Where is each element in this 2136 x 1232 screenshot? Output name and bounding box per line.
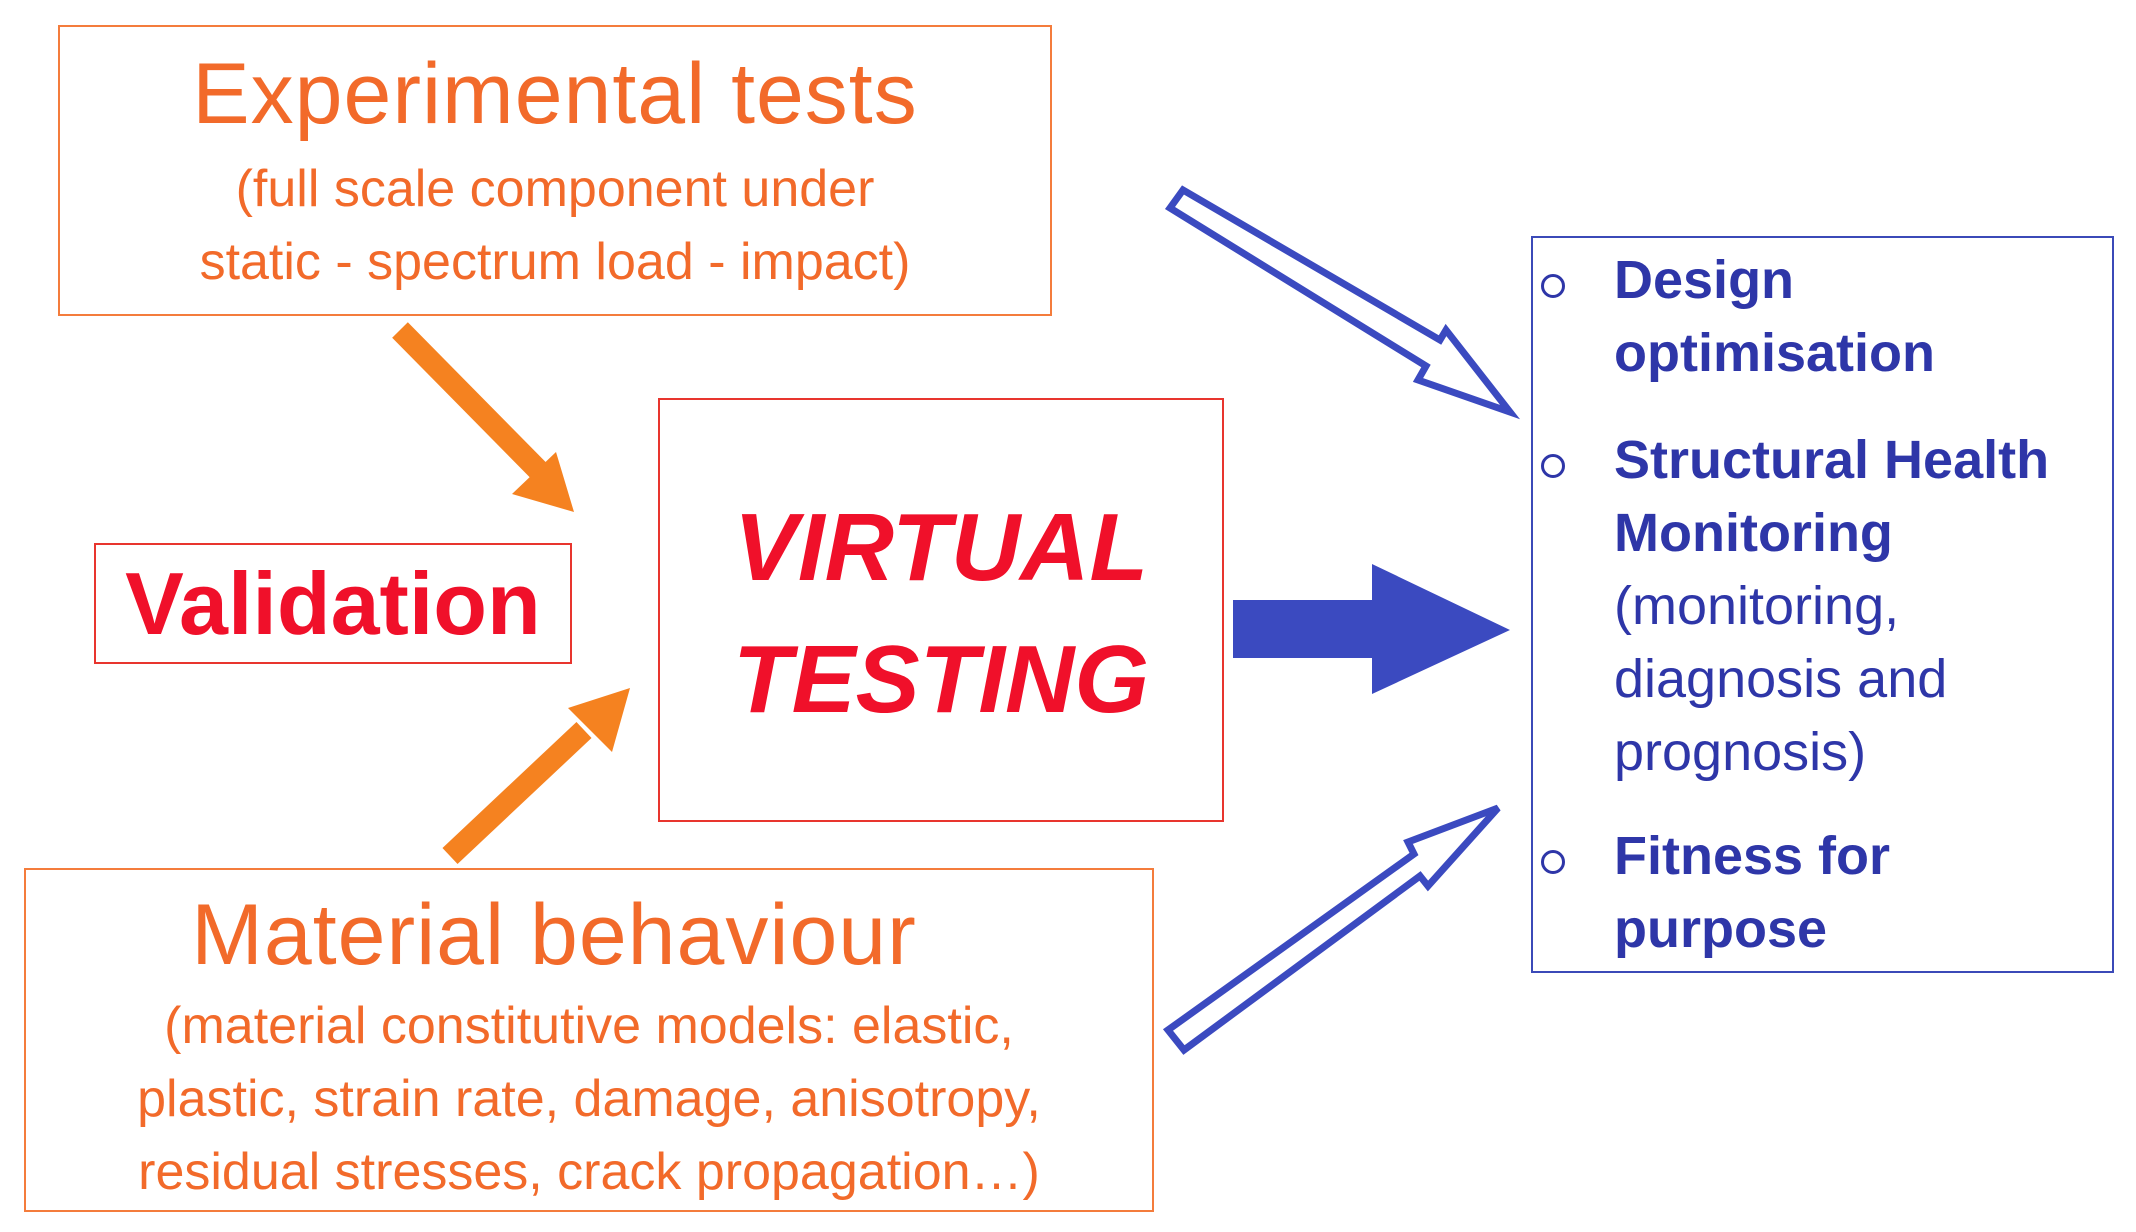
design-line1: Design (1614, 250, 1795, 310)
experimental-tests-title: Experimental tests (192, 46, 918, 142)
shm-detail2: diagnosis and (1614, 649, 1948, 709)
shm-detail3: prognosis) (1614, 722, 1867, 782)
orange-arrow-down-icon (392, 322, 574, 512)
material-behaviour-subtitle: (material constitutive models: elastic, … (26, 990, 1152, 1209)
experimental-tests-subtitle: (full scale component under static - spe… (60, 153, 1050, 299)
validation-box: Validation (94, 543, 572, 664)
hollow-circle-bullet-icon (1541, 274, 1565, 298)
design-line2: optimisation (1614, 323, 1935, 383)
shm-line2: Monitoring (1614, 503, 1893, 563)
material-sub-line1: (material constitutive models: elastic, (164, 997, 1014, 1055)
experimental-sub-line2: static - spectrum load - impact) (199, 233, 911, 291)
orange-arrow-up-icon (442, 688, 630, 865)
experimental-tests-box: Experimental tests (full scale component… (58, 25, 1052, 316)
virtual-testing-line2: TESTING (732, 626, 1149, 733)
virtual-testing-line1: VIRTUAL (733, 494, 1149, 601)
material-sub-line2: plastic, strain rate, damage, anisotropy… (137, 1070, 1041, 1128)
hollow-circle-bullet-icon (1541, 850, 1565, 874)
fitness-line2: purpose (1614, 899, 1828, 959)
virtual-testing-box: VIRTUAL TESTING (658, 398, 1224, 822)
material-behaviour-box: Material behaviour (material constitutiv… (24, 868, 1154, 1212)
outline-arrow-top-icon (1164, 185, 1521, 420)
outline-arrow-bottom-icon (1162, 804, 1501, 1055)
outcomes-box: Design optimisation Structural Health Mo… (1531, 236, 2114, 973)
block-arrow-icon (1233, 564, 1510, 694)
shm-detail1: (monitoring, (1614, 576, 1900, 636)
hollow-circle-bullet-icon (1541, 454, 1565, 478)
material-sub-line3: residual stresses, crack propagation…) (138, 1143, 1040, 1201)
shm-line1: Structural Health (1614, 430, 2050, 490)
material-behaviour-title: Material behaviour (191, 887, 917, 983)
fitness-line1: Fitness for (1614, 826, 1891, 886)
experimental-sub-line1: (full scale component under (235, 160, 875, 218)
